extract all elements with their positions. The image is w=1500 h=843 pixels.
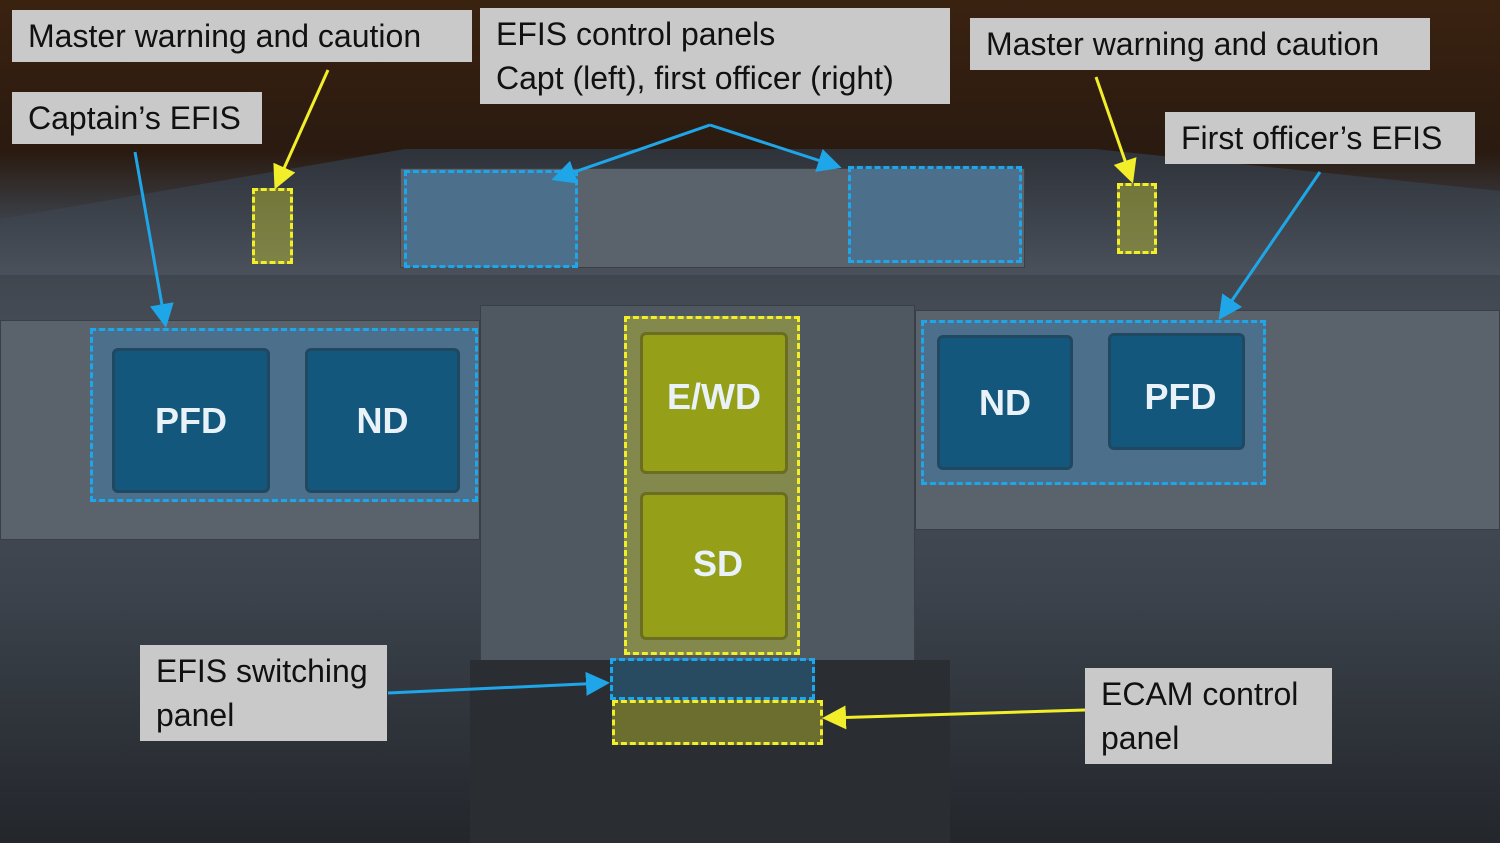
- captain-nd-label: ND: [356, 400, 409, 441]
- ecam-control-highlight: [612, 700, 823, 745]
- ewd-screen: [640, 332, 788, 474]
- efis-switching-label: EFIS switching panel: [140, 645, 387, 741]
- label-text: Master warning and caution: [986, 26, 1380, 62]
- captain-efis-highlight: [90, 328, 478, 502]
- master-warning-left-label: Master warning and caution: [12, 10, 472, 62]
- master-warning-right-highlight: [1117, 183, 1157, 254]
- label-text: panel: [156, 697, 235, 733]
- sd-label: SD: [692, 543, 743, 584]
- ewd-label: E/WD: [667, 376, 761, 417]
- label-text: ECAM control: [1101, 676, 1299, 712]
- captain-pfd-label: PFD: [155, 400, 227, 441]
- fcu-panel: [400, 168, 1025, 268]
- efis-control-right-highlight: [848, 166, 1022, 263]
- ecam-control-label: ECAM control panel: [1085, 668, 1332, 764]
- arrow-fo-efis: [1218, 171, 1322, 320]
- label-text: Capt (left), first officer (right): [496, 60, 894, 96]
- efis-switching-highlight: [610, 658, 815, 700]
- master-warning-left-highlight: [252, 188, 293, 264]
- label-text: Master warning and caution: [28, 18, 422, 54]
- label-text: EFIS switching: [156, 653, 368, 689]
- efis-control-left-highlight: [404, 170, 578, 268]
- arrow-captain-efis: [133, 151, 174, 328]
- fo-efis-highlight: [921, 320, 1266, 485]
- arrow-efis-switching: [387, 671, 610, 696]
- fo-pfd-screen: [1108, 333, 1245, 450]
- label-text: First officer’s EFIS: [1181, 120, 1443, 156]
- fo-nd-screen: [937, 335, 1073, 470]
- label-text: panel: [1101, 720, 1180, 756]
- arrow-efis-ctl-left: [551, 123, 711, 184]
- label-text: Captain’s EFIS: [28, 100, 241, 136]
- sd-screen: [640, 492, 788, 640]
- arrow-master-right: [1094, 76, 1137, 184]
- pedestal: [470, 660, 950, 843]
- arrow-master-left: [273, 69, 330, 190]
- arrow-ecam-control: [822, 705, 1086, 730]
- master-warning-right-label: Master warning and caution: [970, 18, 1430, 70]
- fo-nd-label: ND: [979, 382, 1031, 423]
- captain-efis-label: Captain’s EFIS: [12, 92, 262, 144]
- captain-pfd-screen: [112, 348, 270, 493]
- captain-nd-screen: [305, 348, 460, 493]
- label-text: EFIS control panels: [496, 16, 776, 52]
- fo-efis-label: First officer’s EFIS: [1165, 112, 1475, 164]
- ecam-displays-highlight: [624, 316, 800, 655]
- arrow-efis-ctl-right: [709, 123, 842, 172]
- fo-pfd-label: PFD: [1144, 376, 1217, 417]
